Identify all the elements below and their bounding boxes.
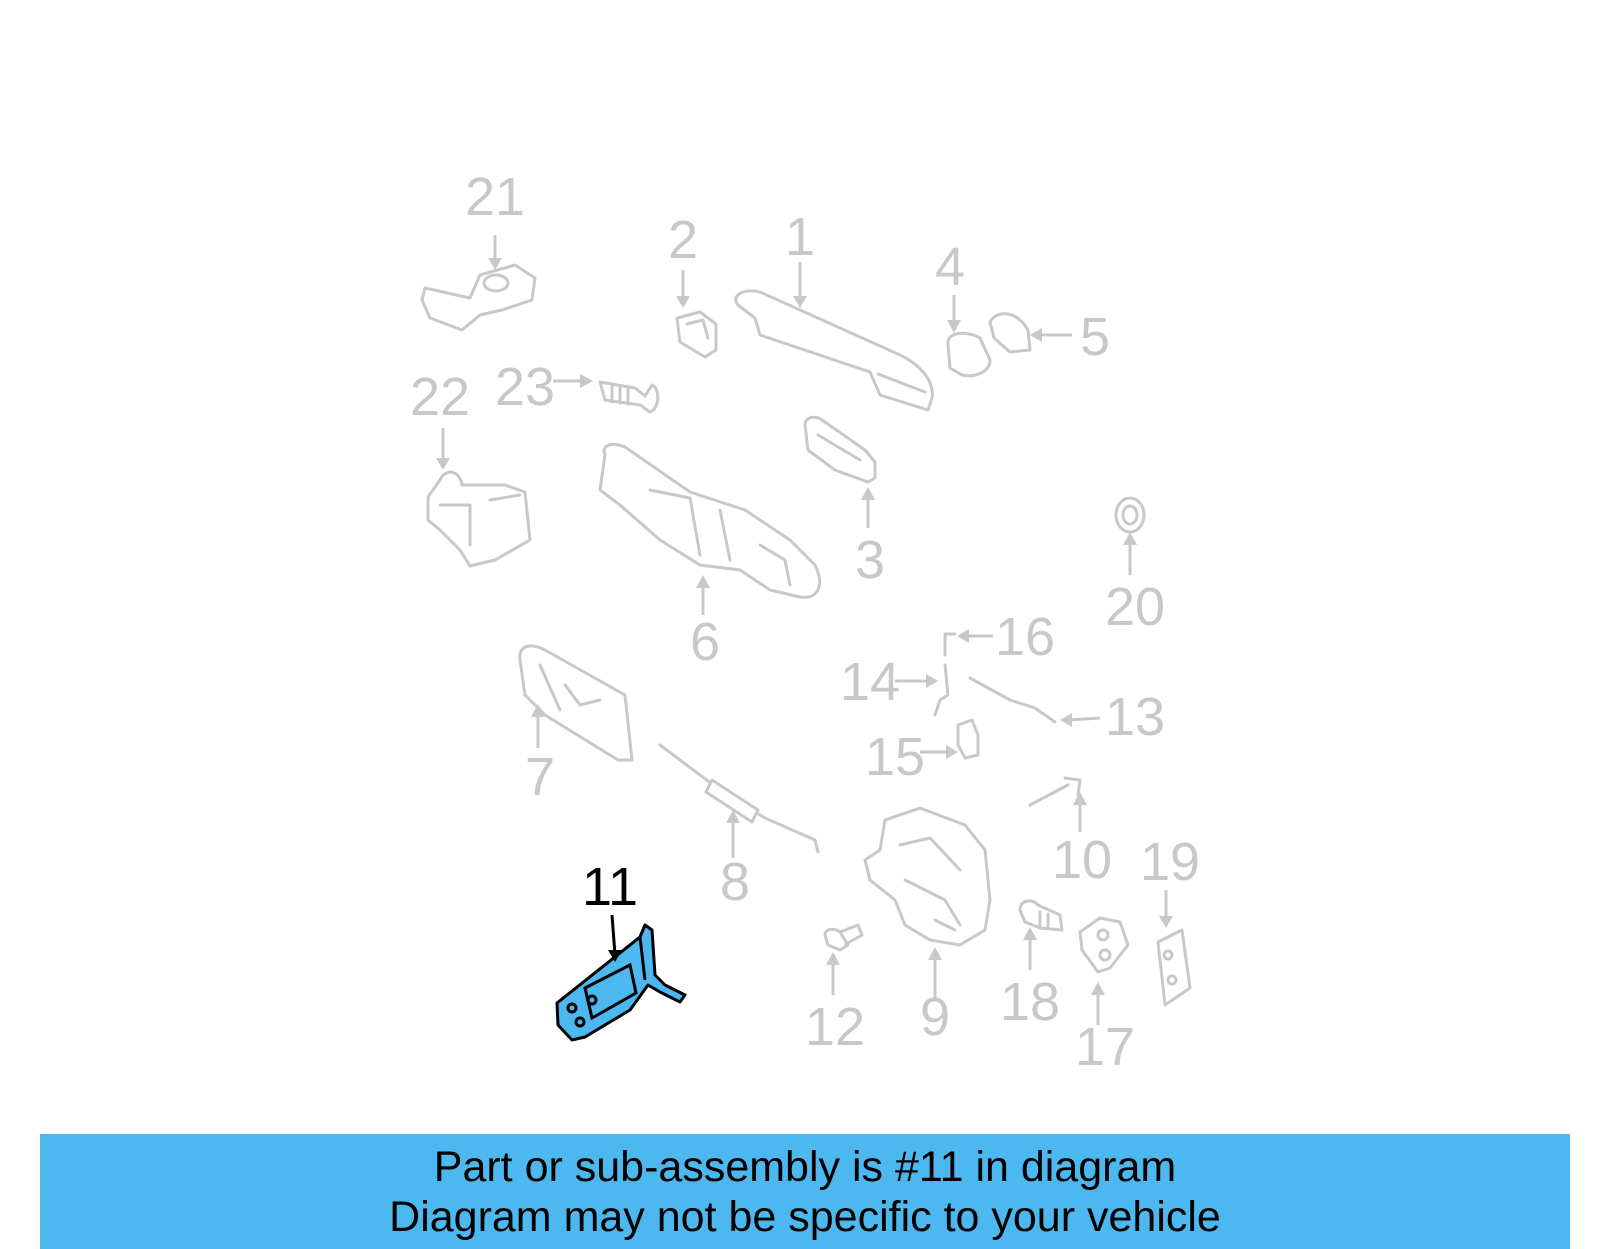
info-banner: Part or sub-assembly is #11 in diagram D… xyxy=(40,1134,1570,1249)
part-10: 10 xyxy=(1028,776,1112,890)
part-4: 4 xyxy=(935,237,992,378)
part-21: 21 xyxy=(420,167,537,332)
part-23: 23 xyxy=(495,357,660,417)
callout-22: 22 xyxy=(410,367,470,427)
part-8: 8 xyxy=(658,743,820,912)
part-17: 17 xyxy=(1075,916,1135,1077)
callout-9: 9 xyxy=(920,987,950,1047)
part-9: 9 xyxy=(863,806,992,1047)
callout-6: 6 xyxy=(690,612,720,672)
part-12: 12 xyxy=(805,923,865,1057)
callout-1: 1 xyxy=(785,207,815,267)
part-11-highlighted[interactable]: 11 xyxy=(555,857,687,1042)
part-2: 2 xyxy=(668,210,718,359)
callout-8: 8 xyxy=(720,852,750,912)
part-15: 15 xyxy=(865,718,980,787)
callout-2: 2 xyxy=(668,210,698,270)
part-1: 1 xyxy=(734,207,934,412)
callout-16: 16 xyxy=(995,607,1055,667)
callout-17: 17 xyxy=(1075,1017,1135,1077)
callout-4: 4 xyxy=(935,237,965,297)
part-7: 7 xyxy=(518,644,634,807)
callout-23: 23 xyxy=(495,357,555,417)
callout-12: 12 xyxy=(805,997,865,1057)
callout-15: 15 xyxy=(865,727,925,787)
callout-21: 21 xyxy=(465,167,525,227)
callout-7: 7 xyxy=(525,747,555,807)
part-6: 6 xyxy=(598,442,821,672)
part-19: 19 xyxy=(1140,832,1200,1007)
callout-3: 3 xyxy=(855,530,885,590)
banner-line-2: Diagram may not be specific to your vehi… xyxy=(389,1193,1221,1241)
callout-5: 5 xyxy=(1080,307,1110,367)
callout-19: 19 xyxy=(1140,832,1200,892)
callout-10: 10 xyxy=(1052,830,1112,890)
part-18: 18 xyxy=(1000,899,1064,1032)
part-22: 22 xyxy=(410,367,532,568)
callout-18: 18 xyxy=(1000,972,1060,1032)
part-14: 14 xyxy=(840,652,950,717)
part-20: 20 xyxy=(1105,496,1165,637)
part-5: 5 xyxy=(988,307,1110,367)
banner-line-1: Part or sub-assembly is #11 in diagram xyxy=(433,1143,1177,1191)
callout-20: 20 xyxy=(1105,577,1165,637)
callout-11: 11 xyxy=(582,857,638,917)
callout-13: 13 xyxy=(1105,687,1165,747)
callout-14: 14 xyxy=(840,652,900,712)
part-16: 16 xyxy=(943,607,1055,667)
part-3: 3 xyxy=(803,415,885,590)
part-13: 13 xyxy=(968,676,1165,747)
